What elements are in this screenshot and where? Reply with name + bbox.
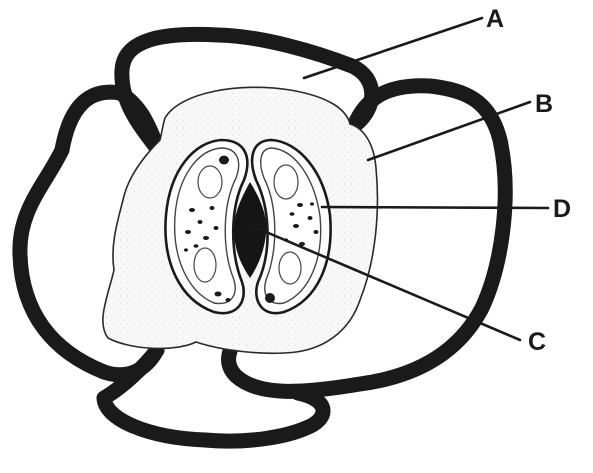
label-a: A: [486, 5, 504, 33]
leader-line-a: [304, 18, 482, 78]
label-c: C: [528, 328, 546, 356]
label-b: B: [535, 90, 553, 118]
label-d: D: [553, 195, 571, 223]
leader-line-d: [322, 207, 548, 208]
